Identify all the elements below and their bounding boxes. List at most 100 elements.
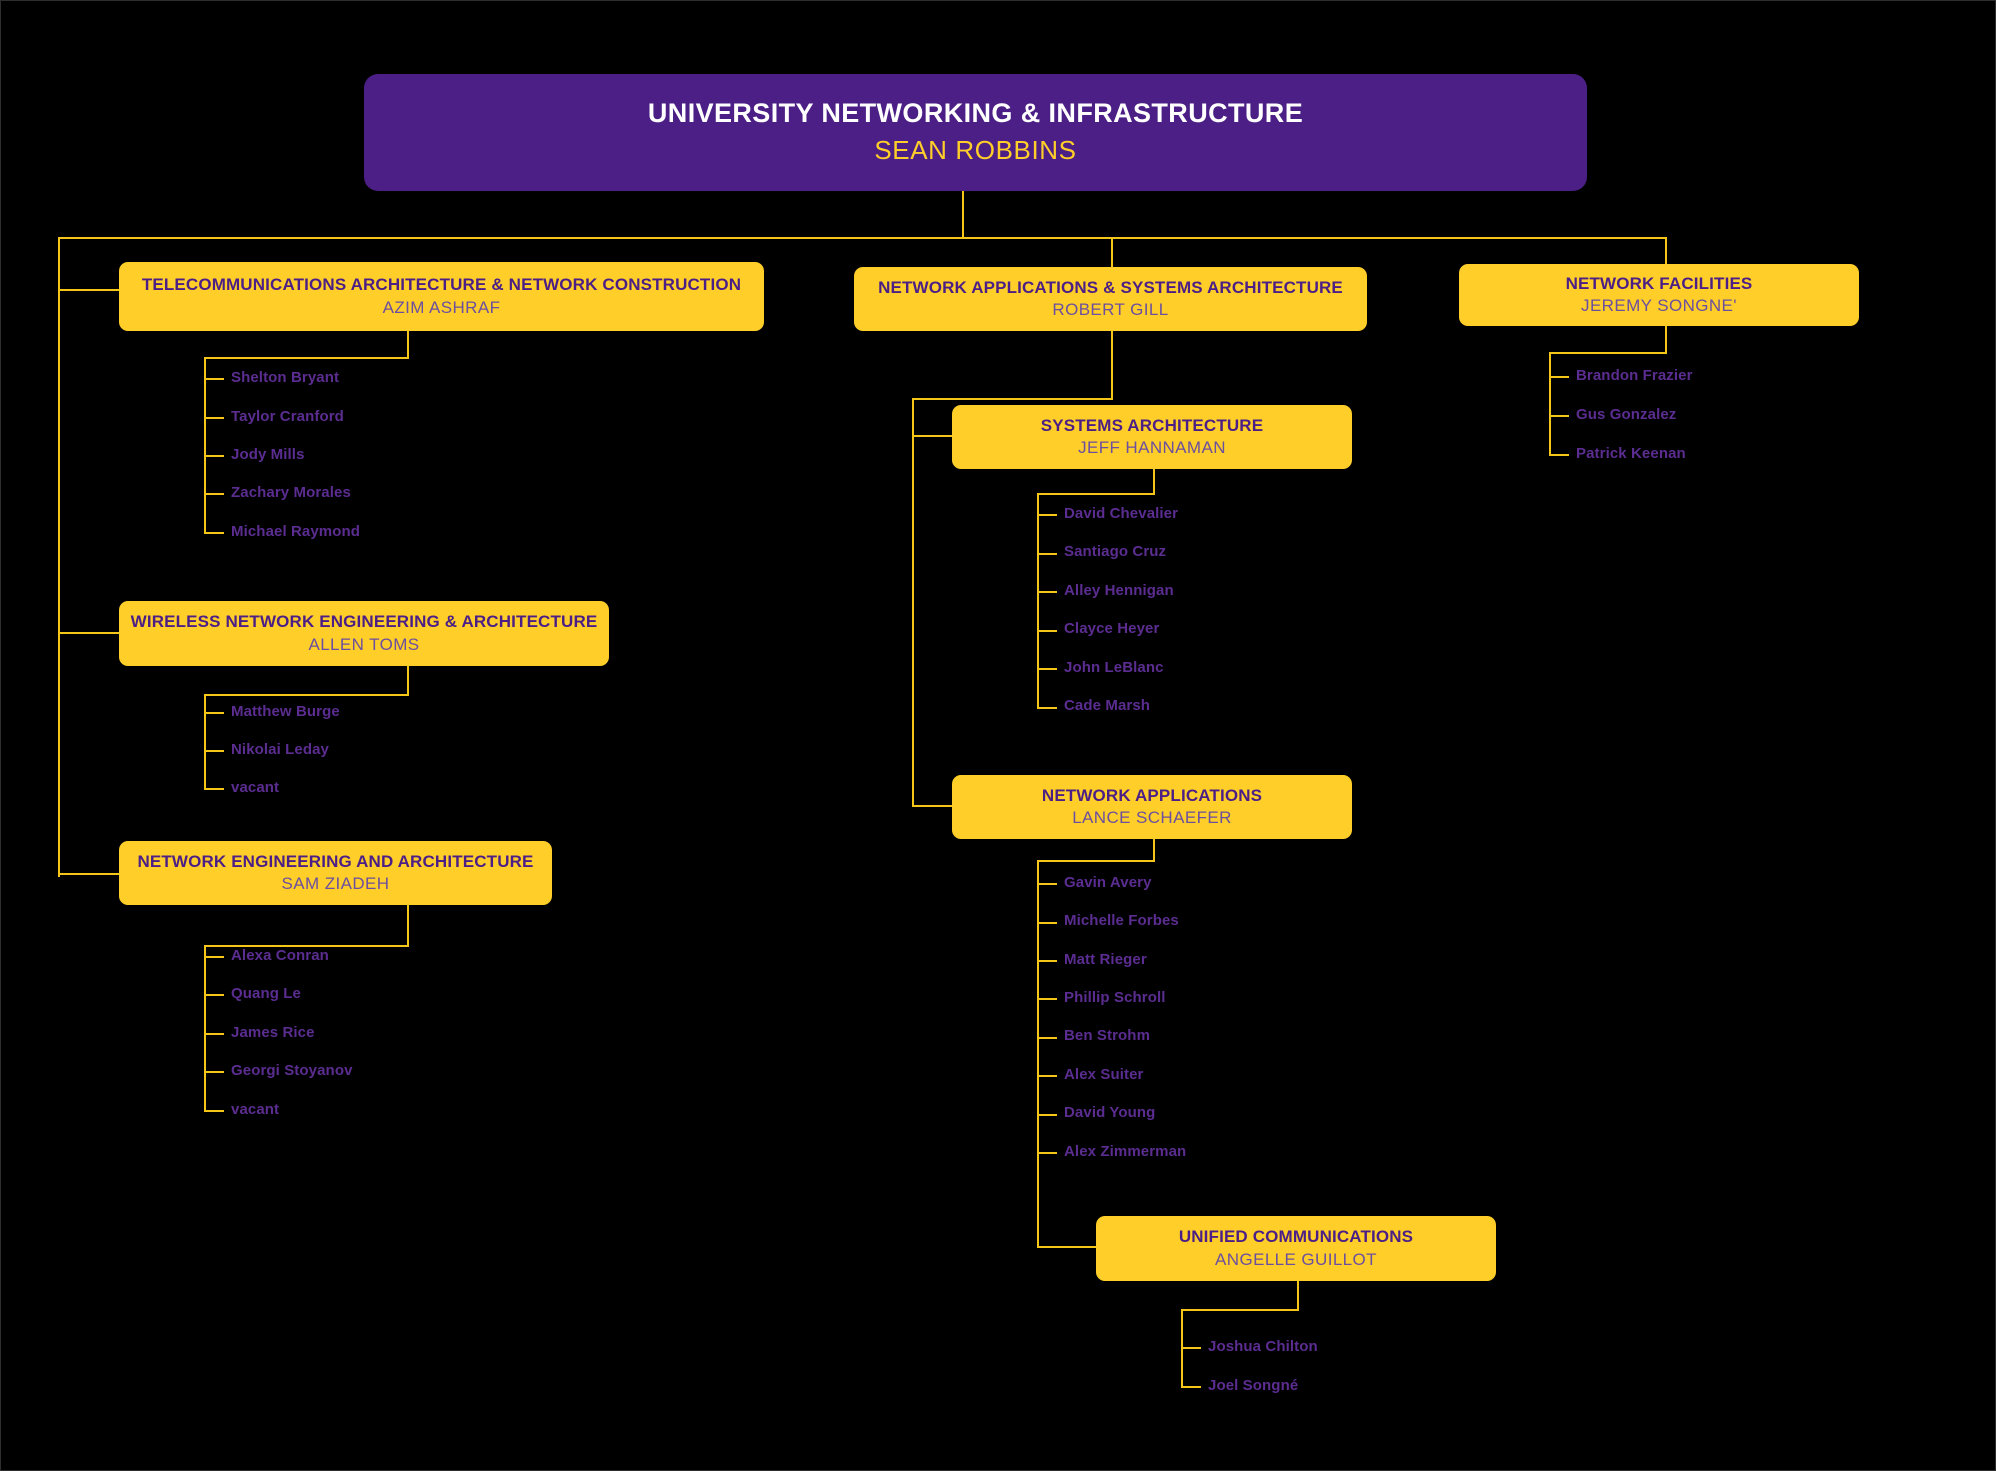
- node-netfac-title: NETWORK FACILITIES: [1565, 273, 1753, 293]
- staff-label: Patrick Keenan: [1576, 445, 1686, 462]
- connector-netappsys-elbow: [912, 398, 1113, 400]
- node-root-title: UNIVERSITY NETWORKING & INFRASTRUCTURE: [647, 98, 1304, 129]
- connector-wireless-tick: [204, 750, 224, 752]
- staff-label: Taylor Cranford: [231, 408, 344, 425]
- connector-netapps-tick: [1037, 883, 1057, 885]
- staff-label: Alex Zimmerman: [1064, 1143, 1187, 1160]
- staff-label: John LeBlanc: [1064, 659, 1164, 676]
- connector-telecom-elbow: [204, 357, 409, 359]
- node-netappsys[interactable]: NETWORK APPLICATIONS & SYSTEMS ARCHITECT…: [854, 267, 1367, 331]
- connector-unifiedcomm-tick: [1181, 1386, 1201, 1388]
- staff-label: David Young: [1064, 1104, 1156, 1121]
- connector-netapps-tick: [1037, 1114, 1057, 1116]
- connector-telecom-stem: [407, 331, 409, 358]
- connector-netapps-tick: [1037, 922, 1057, 924]
- connector-unifiedcomm-tick: [1181, 1347, 1201, 1349]
- node-netfac[interactable]: NETWORK FACILITIES JEREMY SONGNE': [1459, 264, 1859, 326]
- connector-netfac-spine: [1549, 352, 1551, 456]
- connector-netengarch-tick: [204, 1071, 224, 1073]
- node-wireless[interactable]: WIRELESS NETWORK ENGINEERING & ARCHITECT…: [119, 601, 609, 666]
- staff-label: Gavin Avery: [1064, 874, 1152, 891]
- staff-label: Joshua Chilton: [1208, 1338, 1318, 1355]
- node-unifiedcomm-title: UNIFIED COMMUNICATIONS: [1178, 1227, 1414, 1247]
- connector-sysarch-elbow: [1037, 493, 1155, 495]
- node-sysarch[interactable]: SYSTEMS ARCHITECTURE JEFF HANNAMAN: [952, 405, 1352, 469]
- staff-label: Phillip Schroll: [1064, 989, 1166, 1006]
- connector-sysarch-stem: [1153, 469, 1155, 494]
- connector-sysarch-tick: [1037, 707, 1057, 709]
- node-unifiedcomm-person: ANGELLE GUILLOT: [1215, 1249, 1377, 1269]
- node-telecom-person: AZIM ASHRAF: [382, 297, 501, 317]
- staff-label: Matt Rieger: [1064, 951, 1147, 968]
- connector-stub-telecom: [58, 289, 119, 291]
- connector-netengarch-elbow: [204, 945, 409, 947]
- connector-right-drop: [1665, 237, 1667, 269]
- connector-sysarch-spine: [1037, 493, 1039, 708]
- node-unifiedcomm[interactable]: UNIFIED COMMUNICATIONS ANGELLE GUILLOT: [1096, 1216, 1496, 1281]
- staff-label: Alley Hennigan: [1064, 582, 1174, 599]
- staff-label: Matthew Burge: [231, 703, 340, 720]
- connector-netengarch-tick: [204, 956, 224, 958]
- connector-telecom-tick: [204, 378, 224, 380]
- staff-label: vacant: [231, 779, 280, 796]
- connector-telecom-tick: [204, 493, 224, 495]
- connector-stub-netengarch: [58, 873, 119, 875]
- connector-netappsys-spine: [912, 398, 914, 807]
- connector-unifiedcomm-elbow: [1181, 1309, 1299, 1311]
- connector-sysarch-tick: [1037, 514, 1057, 516]
- node-root[interactable]: UNIVERSITY NETWORKING & INFRASTRUCTURE S…: [364, 74, 1587, 191]
- connector-root-stem: [962, 191, 964, 238]
- node-sysarch-title: SYSTEMS ARCHITECTURE: [1040, 415, 1264, 435]
- connector-stub-netapps: [912, 805, 952, 807]
- connector-wireless-tick: [204, 788, 224, 790]
- connector-netfac-stem: [1665, 326, 1667, 353]
- connector-netfac-tick: [1549, 415, 1569, 417]
- connector-netapps-tick: [1037, 1152, 1057, 1154]
- node-telecom-title: TELECOMMUNICATIONS ARCHITECTURE & NETWOR…: [141, 275, 742, 295]
- staff-label: Gus Gonzalez: [1576, 406, 1677, 423]
- connector-telecom-tick: [204, 417, 224, 419]
- staff-label: Zachary Morales: [231, 484, 351, 501]
- connector-netapps-tick: [1037, 1075, 1057, 1077]
- node-root-person: SEAN ROBBINS: [874, 134, 1077, 165]
- staff-label: vacant: [231, 1101, 280, 1118]
- connector-netapps-stem: [1153, 839, 1155, 862]
- node-netengarch-title: NETWORK ENGINEERING AND ARCHITECTURE: [137, 851, 534, 871]
- node-netapps-person: LANCE SCHAEFER: [1072, 808, 1232, 828]
- node-netengarch-person: SAM ZIADEH: [281, 874, 390, 894]
- connector-netfac-tick: [1549, 454, 1569, 456]
- connector-wireless-elbow: [204, 694, 409, 696]
- staff-label: Georgi Stoyanov: [231, 1062, 353, 1079]
- connector-netengarch-tick: [204, 994, 224, 996]
- staff-label: Nikolai Leday: [231, 741, 330, 758]
- node-netapps[interactable]: NETWORK APPLICATIONS LANCE SCHAEFER: [952, 775, 1352, 839]
- connector-netfac-tick: [1549, 376, 1569, 378]
- connector-left-spine: [58, 237, 60, 877]
- connector-netapps-spine: [1037, 860, 1039, 1247]
- node-telecom[interactable]: TELECOMMUNICATIONS ARCHITECTURE & NETWOR…: [119, 262, 764, 331]
- connector-netapps-tick: [1037, 998, 1057, 1000]
- connector-stub-wireless: [58, 632, 119, 634]
- node-netappsys-title: NETWORK APPLICATIONS & SYSTEMS ARCHITECT…: [878, 277, 1343, 297]
- staff-label: James Rice: [231, 1024, 315, 1041]
- staff-label: Michael Raymond: [231, 523, 361, 540]
- node-netengarch[interactable]: NETWORK ENGINEERING AND ARCHITECTURE SAM…: [119, 841, 552, 905]
- connector-telecom-tick: [204, 455, 224, 457]
- connector-netengarch-tick: [204, 1033, 224, 1035]
- connector-top-bus: [58, 237, 1666, 239]
- connector-sysarch-tick: [1037, 553, 1057, 555]
- connector-netengarch-tick: [204, 1110, 224, 1112]
- staff-label: Alexa Conran: [231, 947, 329, 964]
- connector-unifiedcomm-stem: [1297, 1281, 1299, 1311]
- connector-netapps-tick: [1037, 960, 1057, 962]
- connector-telecom-tick: [204, 532, 224, 534]
- connector-mid-drop: [1111, 237, 1113, 271]
- staff-label: Brandon Frazier: [1576, 367, 1693, 384]
- staff-label: Jody Mills: [231, 446, 305, 463]
- connector-netengarch-stem: [407, 905, 409, 946]
- connector-netapps-tick: [1037, 1037, 1057, 1039]
- staff-label: David Chevalier: [1064, 505, 1179, 522]
- staff-label: Ben Strohm: [1064, 1027, 1151, 1044]
- staff-label: Clayce Heyer: [1064, 620, 1160, 637]
